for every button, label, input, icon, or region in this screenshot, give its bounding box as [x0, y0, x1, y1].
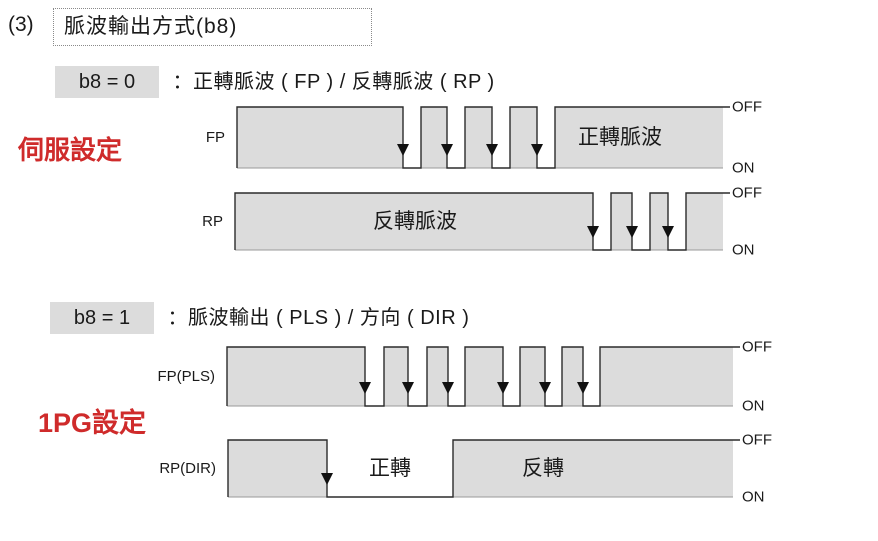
- down-arrow-icon: [359, 382, 371, 394]
- rp-dir-off-label: OFF: [742, 432, 772, 449]
- rp-high-fill: [686, 193, 723, 250]
- down-arrow-icon: [321, 473, 333, 485]
- down-arrow-icon: [486, 144, 498, 156]
- fp-pls-signal-label: FP(PLS): [157, 368, 215, 385]
- fp-high-fill: [465, 107, 492, 168]
- fp-pls-high-fill: [427, 347, 448, 406]
- rp-signal-line: [234, 192, 730, 251]
- fp-pls-high-fill: [562, 347, 583, 406]
- mode-desc-b8-1: ：脈波輸出 ( PLS ) / 方向 ( DIR ): [167, 307, 470, 329]
- fp-pls-signal-line: [226, 346, 740, 407]
- fp-high-fill: [421, 107, 447, 168]
- fp-pls-high-fill: [227, 347, 365, 406]
- rp-signal-label: RP: [202, 213, 223, 230]
- down-arrow-icon: [497, 382, 509, 394]
- rp-dir-high-fill: [228, 440, 327, 497]
- mode-chip-b8-1: b8 = 1: [50, 302, 154, 334]
- rp-dir-annotation: 反轉: [522, 457, 564, 480]
- fp-signal-label: FP: [206, 129, 225, 146]
- fp-pls-high-fill: [600, 347, 733, 406]
- down-arrow-icon: [626, 226, 638, 238]
- rp-dir-on-label: ON: [742, 489, 765, 506]
- fp-annotation: 正轉脈波: [578, 126, 662, 149]
- down-arrow-icon: [441, 144, 453, 156]
- fp-pls-off-label: OFF: [742, 339, 772, 356]
- fp-high-fill: [510, 107, 537, 168]
- fp-pls-on-label: ON: [742, 398, 765, 415]
- mode-chip-b8-0: b8 = 0: [55, 66, 159, 98]
- down-arrow-icon: [402, 382, 414, 394]
- down-arrow-icon: [577, 382, 589, 394]
- fp-high-fill: [237, 107, 403, 168]
- fp-on-label: ON: [732, 160, 755, 177]
- servo-setting-label: 伺服設定: [18, 135, 123, 165]
- rp-high-fill: [650, 193, 668, 250]
- rp-off-label: OFF: [732, 185, 762, 202]
- rp-high-fill: [235, 193, 593, 250]
- fp-signal-line: [236, 106, 730, 169]
- page-title: 脈波輸出方式(b8): [53, 8, 372, 46]
- fp-high-fill: [555, 107, 723, 168]
- rp-dir-high-fill: [453, 440, 733, 497]
- rp-high-fill: [611, 193, 632, 250]
- fp-pls-high-fill: [384, 347, 408, 406]
- 1pg-setting-label: 1PG設定: [38, 408, 147, 438]
- down-arrow-icon: [662, 226, 674, 238]
- down-arrow-icon: [587, 226, 599, 238]
- rp-dir-signal-label: RP(DIR): [159, 460, 216, 477]
- rp-dir-annotation: 正轉: [369, 457, 411, 480]
- mode-row-b8-1: b8 = 1 ：脈波輸出 ( PLS ) / 方向 ( DIR ): [50, 302, 469, 334]
- down-arrow-icon: [539, 382, 551, 394]
- fp-off-label: OFF: [732, 99, 762, 116]
- item-number: (3): [8, 13, 34, 36]
- mode-row-b8-0: b8 = 0 ：正轉脈波 ( FP ) / 反轉脈波 ( RP ): [55, 66, 495, 98]
- down-arrow-icon: [397, 144, 409, 156]
- fp-pls-high-fill: [465, 347, 503, 406]
- down-arrow-icon: [442, 382, 454, 394]
- mode-desc-b8-0: ：正轉脈波 ( FP ) / 反轉脈波 ( RP ): [172, 71, 495, 93]
- rp-on-label: ON: [732, 242, 755, 259]
- down-arrow-icon: [531, 144, 543, 156]
- fp-pls-high-fill: [520, 347, 545, 406]
- rp-annotation: 反轉脈波: [373, 210, 457, 233]
- rp-dir-signal-line: [227, 439, 740, 498]
